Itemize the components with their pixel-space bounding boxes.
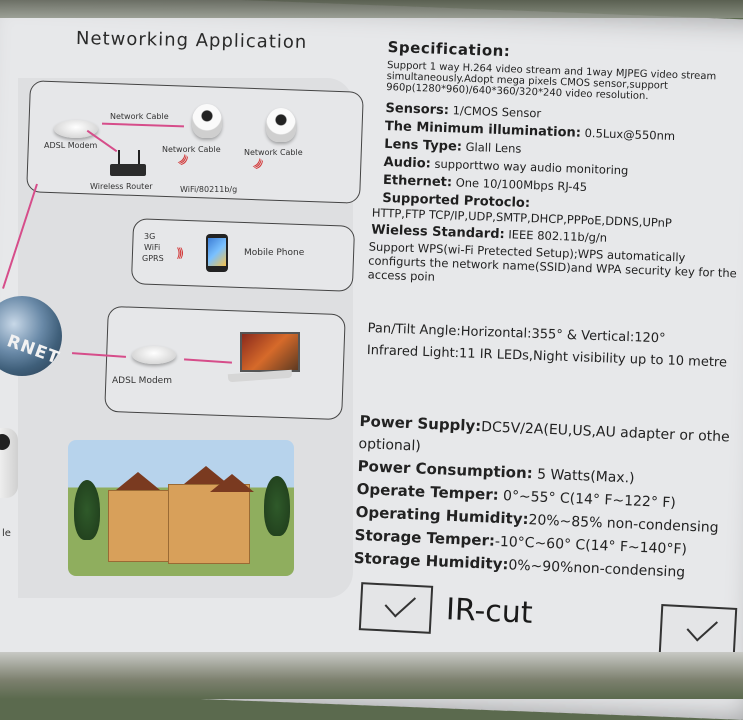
net-type-gprs: GPRS (142, 254, 164, 263)
tree (264, 476, 290, 536)
mobile-phone-label: Mobile Phone (244, 248, 305, 258)
power-section: Power Supply:DC5V/2A(EU,US,AU adapter or… (353, 410, 730, 585)
power-label: Storage Humidity: (353, 548, 509, 574)
spec-label: Ethernet: (382, 172, 453, 191)
box-bottom-shadow (0, 652, 743, 699)
camera-lens-icon (0, 434, 10, 450)
power-label: Storage Temper: (354, 525, 496, 550)
house-building (168, 484, 250, 564)
network-cable-label-a: Network Cable (162, 145, 221, 154)
mobile-phone-icon (206, 234, 228, 272)
router-antenna (138, 150, 140, 166)
adsl-modem-label: ADSL Modem (112, 376, 172, 386)
router-antenna (118, 150, 120, 166)
net-type-3g: 3G (144, 232, 156, 241)
spec-value: 1/CMOS Sensor (452, 103, 542, 121)
internet-globe-icon (0, 296, 62, 376)
check-mark-icon (384, 586, 417, 618)
box-top-shadow (0, 0, 743, 18)
adsl-modem-icon (132, 346, 176, 364)
power-value: 0%~90%non-condensing (508, 557, 686, 581)
networking-title: Networking Application (75, 27, 308, 54)
ip-camera-icon (192, 104, 222, 138)
power-label: Power Supply: (359, 411, 482, 436)
power-label: Operate Temper: (356, 479, 500, 504)
laptop-screen-icon (240, 332, 300, 372)
wifi-signal-icon: ))) (176, 246, 184, 260)
house-roof (116, 472, 160, 490)
specification-section: Specification: Support 1 way H.264 video… (367, 38, 743, 294)
adsl-modem-icon (54, 120, 98, 138)
spec-description: Support 1 way H.264 video stream and 1wa… (386, 59, 717, 103)
network-diagram-mobile (130, 218, 356, 292)
wifi-standard-label: WiFi/80211b/g (180, 185, 238, 194)
network-cable-label-b: Network Cable (244, 148, 303, 157)
ircut-label: IR-cut (445, 592, 534, 631)
second-checkbox (658, 604, 738, 658)
net-type-wifi: WiFi (144, 243, 161, 252)
spec-label: Sensors: (385, 100, 450, 119)
house-building (108, 490, 170, 562)
spec-label: Lens Type: (384, 136, 463, 155)
wireless-router-icon (110, 164, 146, 176)
power-value: 5 Watts(Max.) (536, 466, 635, 487)
ircut-checkbox (358, 582, 434, 634)
spec-value: supporttwo way audio monitoring (434, 156, 629, 178)
spec-label: Audio: (383, 154, 432, 172)
ip-camera-icon (266, 108, 296, 142)
spec-value: One 10/100Mbps RJ-45 (455, 175, 588, 195)
house-photo (68, 440, 294, 576)
cut-off-label: le (2, 528, 11, 539)
adsl-modem-label: ADSL Modem (44, 141, 98, 150)
wireless-router-label: Wireless Router (90, 182, 153, 191)
tree (74, 480, 100, 540)
spec-value: 0.5Lux@550nm (584, 125, 676, 144)
house-roof (210, 474, 254, 492)
network-cable-label-top: Network Cable (110, 112, 169, 121)
spec-value: Glall Lens (465, 139, 522, 156)
spec-value: IEEE 802.11b/g/n (508, 227, 608, 245)
check-mark-icon (686, 610, 719, 642)
